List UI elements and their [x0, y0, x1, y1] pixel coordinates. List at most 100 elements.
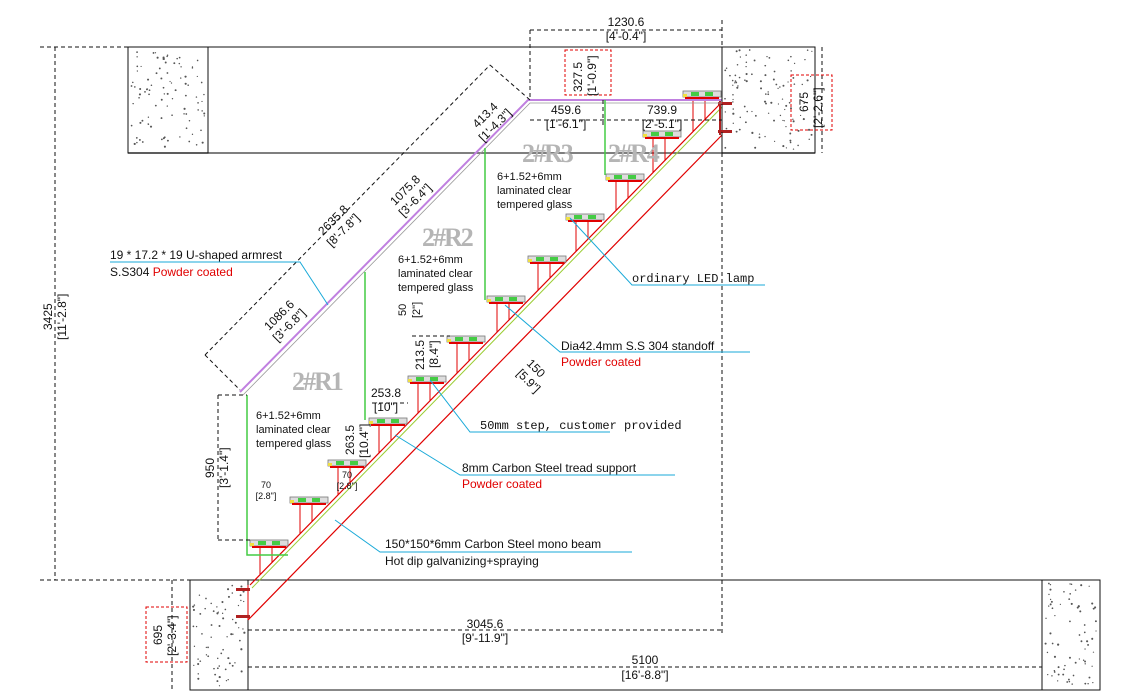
concrete-dot	[162, 86, 165, 89]
concrete-dot	[735, 50, 738, 53]
concrete-dot	[230, 633, 233, 636]
concrete-dot	[234, 662, 236, 664]
concrete-dot	[772, 78, 775, 81]
step-tread	[446, 335, 486, 374]
concrete-dot	[221, 612, 224, 615]
concrete-dot	[785, 147, 787, 149]
concrete-dot	[765, 93, 767, 95]
concrete-dot	[154, 104, 157, 107]
dim-riser-imp: [8.4"]	[427, 340, 441, 368]
concrete-dot	[213, 667, 215, 670]
concrete-dot	[135, 136, 138, 139]
concrete-dot	[193, 645, 196, 648]
concrete-dot	[1049, 588, 1052, 591]
concrete-dot	[811, 50, 813, 53]
concrete-dot	[197, 662, 200, 666]
concrete-dot	[745, 65, 747, 68]
glass-label-line: tempered glass	[497, 199, 573, 211]
concrete-dot	[806, 108, 809, 111]
concrete-dot	[785, 104, 788, 107]
concrete-dot	[147, 123, 149, 125]
concrete-dot	[231, 584, 234, 587]
concrete-dot	[216, 680, 219, 683]
concrete-dot	[1092, 607, 1095, 610]
concrete-dot	[1068, 598, 1071, 601]
concrete-dot	[136, 56, 138, 58]
concrete-dot	[792, 76, 795, 79]
concrete-dot	[240, 599, 242, 602]
beam-finish: Hot dip galvanizing+spraying	[385, 554, 539, 568]
concrete-dot	[232, 633, 234, 635]
concrete-dot	[790, 55, 792, 58]
concrete-dot	[1049, 583, 1052, 586]
concrete-dot	[1069, 583, 1071, 585]
concrete-dot	[732, 84, 734, 86]
concrete-dot	[745, 72, 748, 76]
concrete-dot	[1047, 673, 1049, 676]
dim-glass-height-imp: [3'-1.4"]	[217, 447, 231, 488]
concrete-dot	[238, 627, 240, 629]
concrete-dot	[216, 612, 219, 615]
concrete-dot	[1094, 606, 1097, 609]
concrete-dot	[1080, 640, 1083, 643]
concrete-dot	[1092, 651, 1095, 653]
concrete-dot	[174, 89, 177, 92]
concrete-dot	[160, 117, 163, 120]
concrete-dot	[1070, 602, 1073, 605]
dim-slab-imp: [2'-2.6"]	[811, 87, 825, 128]
concrete-dot	[178, 62, 181, 65]
glass-label-line: 6+1.52+6mm	[256, 410, 321, 422]
step-tread	[565, 213, 605, 252]
concrete-dot	[201, 141, 204, 144]
glass-label-r2: 6+1.52+6mm laminated clear tempered glas…	[398, 254, 474, 294]
concrete-dot	[789, 132, 792, 135]
concrete-dot	[139, 88, 142, 91]
panel-label-r4: 2#R4	[608, 139, 660, 168]
concrete-dot	[163, 145, 166, 148]
concrete-dot	[739, 56, 742, 58]
concrete-dot	[754, 146, 757, 149]
concrete-dot	[773, 140, 776, 142]
concrete-dot	[152, 52, 155, 54]
concrete-dot	[745, 61, 748, 63]
concrete-dot	[198, 594, 201, 596]
concrete-dot	[1083, 624, 1086, 626]
concrete-dot	[1049, 632, 1052, 635]
concrete-dot	[217, 611, 219, 613]
concrete-dot	[197, 658, 199, 660]
concrete-dot	[735, 81, 738, 84]
concrete-dot	[775, 83, 778, 86]
concrete-block	[1041, 579, 1101, 691]
concrete-dot	[203, 93, 205, 96]
concrete-dot	[180, 66, 182, 68]
concrete-dot	[138, 138, 141, 141]
dim-landing-left: 459.6	[551, 103, 581, 117]
concrete-dot	[200, 129, 202, 132]
concrete-dot	[210, 636, 212, 638]
concrete-dot	[799, 114, 802, 117]
concrete-dot	[1048, 605, 1050, 607]
concrete-dot	[242, 590, 245, 593]
concrete-dot	[136, 70, 139, 72]
concrete-dot	[197, 677, 200, 680]
concrete-dot	[797, 144, 799, 147]
concrete-dot	[764, 135, 766, 138]
armrest-mat-text: S.S304	[110, 265, 153, 279]
mono-beam	[236, 100, 732, 621]
concrete-dot	[188, 120, 191, 122]
concrete-dot	[1062, 673, 1065, 676]
concrete-dot	[171, 98, 174, 100]
concrete-dot	[237, 604, 240, 607]
concrete-dot	[160, 138, 163, 141]
concrete-dot	[231, 664, 234, 667]
concrete-dot	[222, 648, 224, 651]
concrete-dot	[144, 91, 146, 93]
concrete-dot	[224, 668, 227, 671]
concrete-dot	[185, 127, 188, 130]
concrete-dot	[792, 118, 794, 121]
step-tread	[486, 295, 526, 333]
concrete-dot	[1053, 655, 1057, 658]
glass-label-line: laminated clear	[398, 268, 473, 280]
concrete-dot	[183, 113, 185, 115]
